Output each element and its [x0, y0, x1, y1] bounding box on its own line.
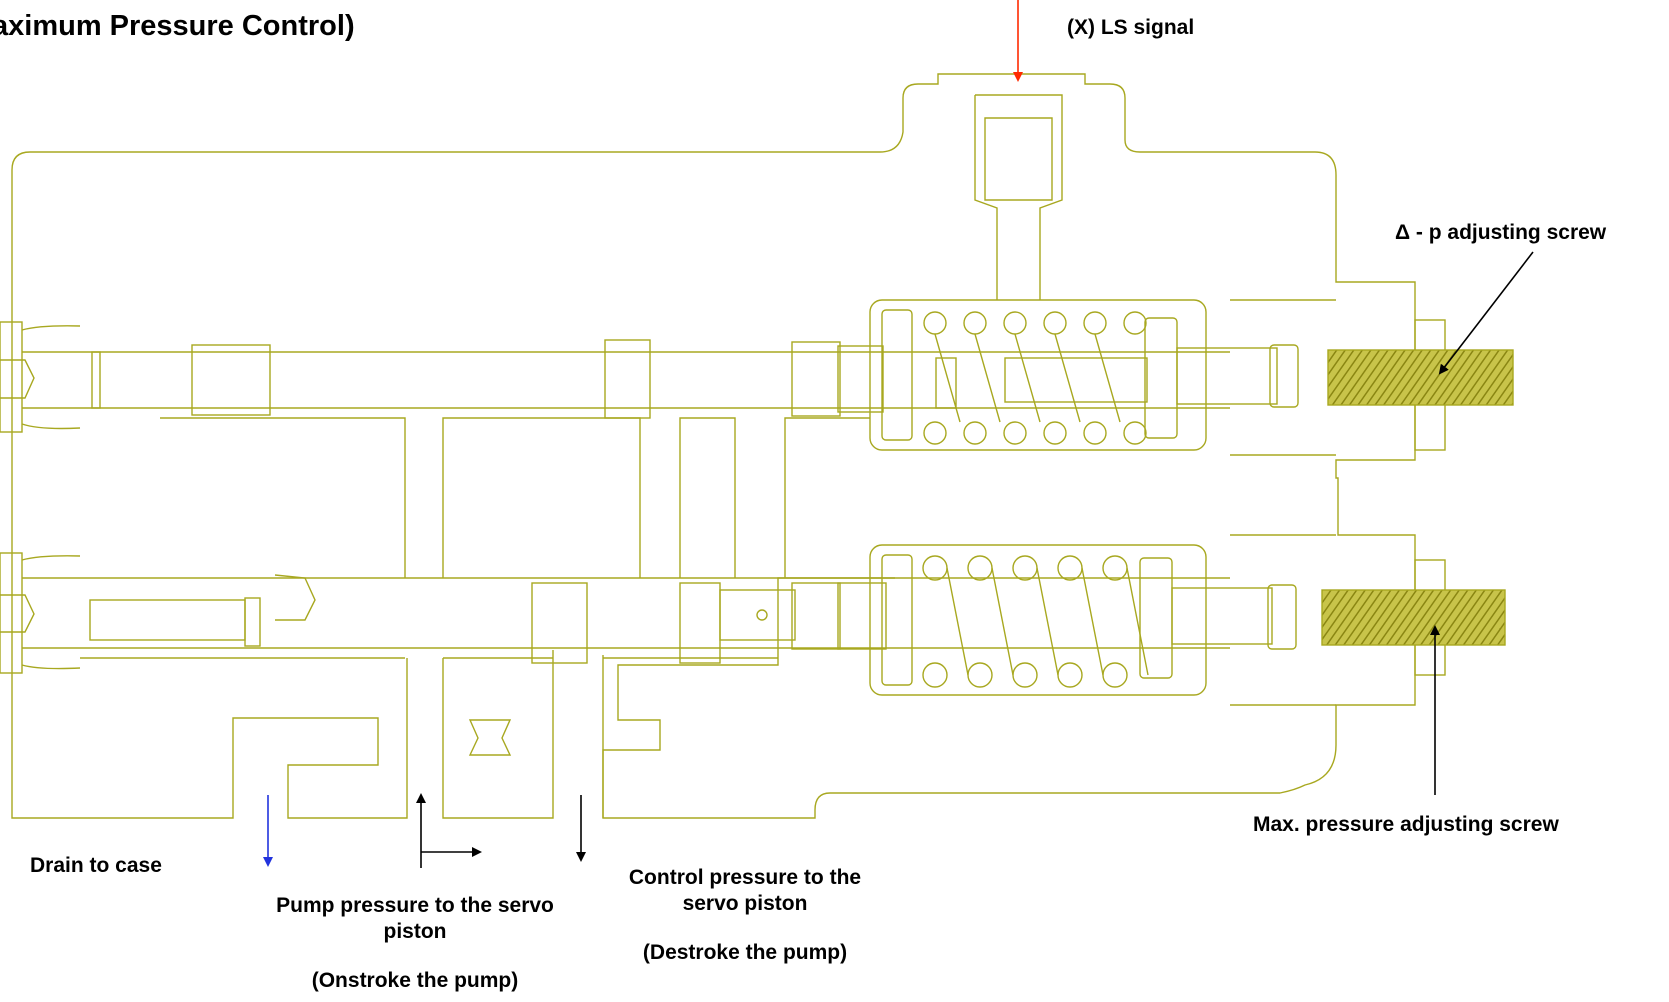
ls-port — [974, 94, 1063, 300]
onstroke-label: (Onstroke the pump) — [311, 969, 519, 992]
lower-spring — [922, 555, 1149, 688]
upper-spring — [923, 311, 1147, 445]
lower-spool-land-2 — [679, 582, 721, 664]
dp-screw-arrow — [1438, 251, 1534, 375]
diagram-title: aximum Pressure Control) — [0, 10, 355, 42]
control-pressure-label: Control pressure to the servo piston — [628, 866, 862, 916]
destroke-label: (Destroke the pump) — [642, 941, 848, 964]
valve-housing — [0, 73, 1446, 819]
dp-adjusting-screw — [1327, 349, 1514, 406]
ls-signal-label: (X) LS signal — [1067, 16, 1195, 39]
max-pressure-adjusting-screw — [1321, 589, 1506, 646]
max-pressure-screw-label: Max. pressure adjusting screw — [1253, 813, 1559, 836]
lower-spring-chamber — [869, 544, 1207, 696]
lower-spool-land-1 — [531, 582, 588, 664]
left-cap-lower — [0, 552, 23, 674]
drain-label: Drain to case — [30, 854, 162, 877]
left-cap-upper — [0, 321, 23, 433]
upper-spring-chamber — [869, 299, 1207, 451]
upper-spool-land-1 — [191, 344, 271, 416]
dp-adjusting-screw-label: Δ - p adjusting screw — [1395, 221, 1607, 244]
housing-outline — [11, 73, 1416, 819]
springs — [922, 311, 1149, 688]
pump-pressure-label: Pump pressure to the servo piston — [276, 894, 554, 944]
